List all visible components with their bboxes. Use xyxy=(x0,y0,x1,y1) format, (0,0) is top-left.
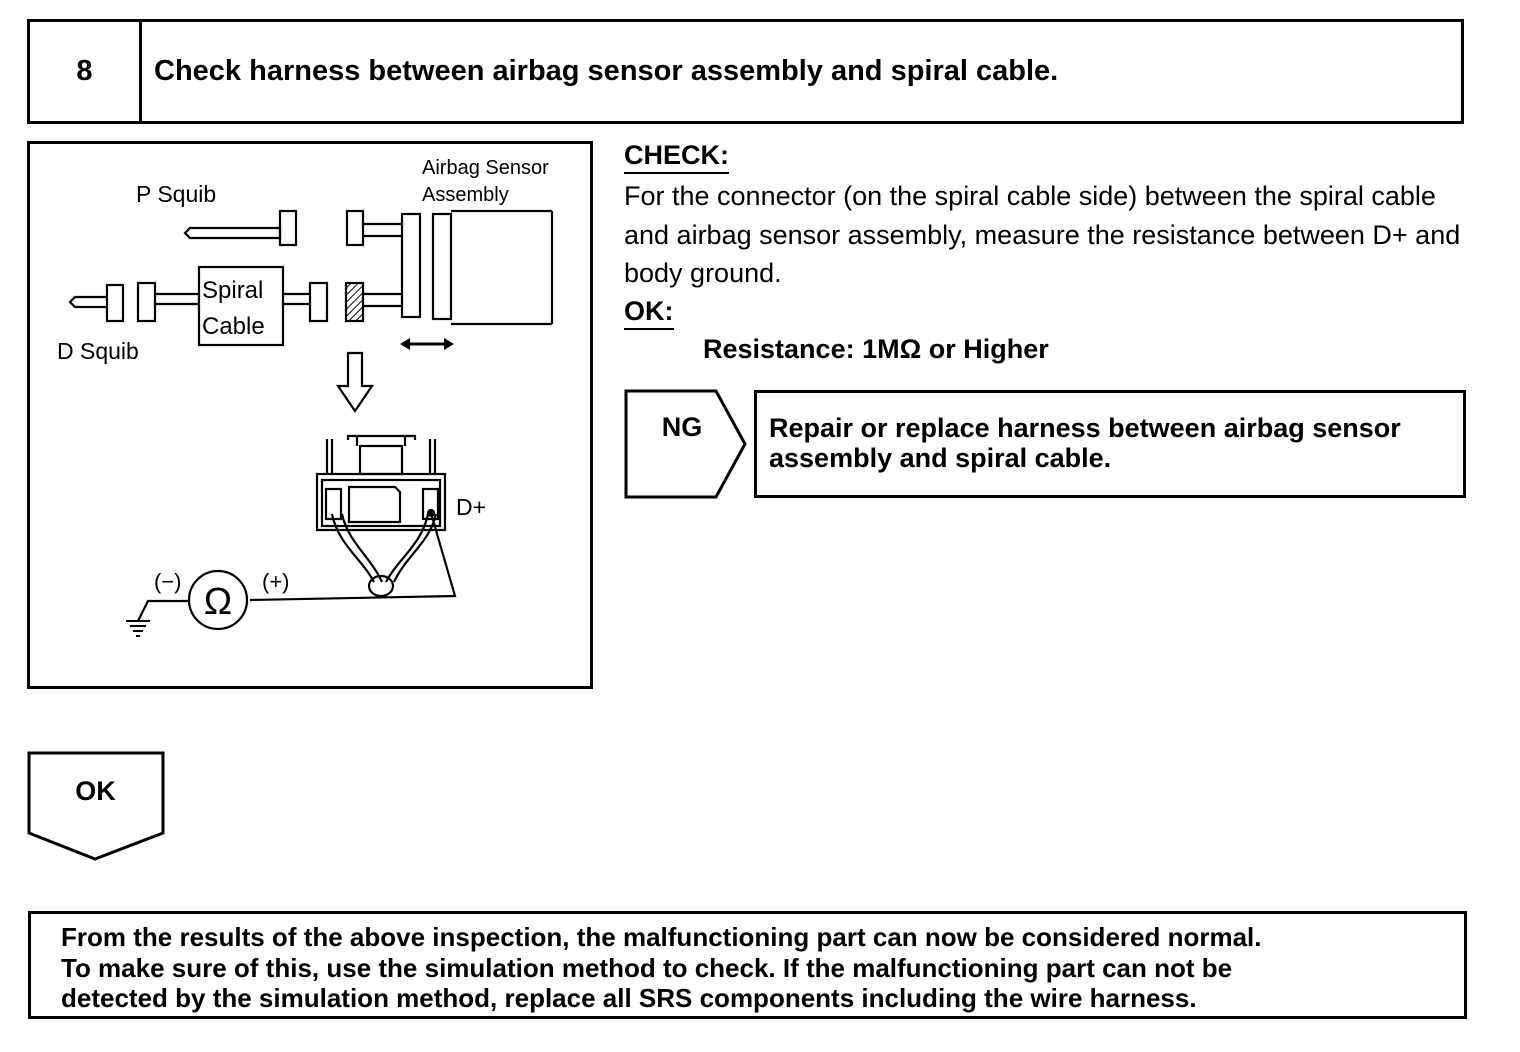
check-instructions: For the connector (on the spiral cable s… xyxy=(624,181,1461,288)
ng-arrow-shape xyxy=(624,389,747,499)
resistance-spec: Resistance: 1MΩ or Higher xyxy=(703,334,1049,364)
spiral-label: Spiral xyxy=(202,277,263,304)
ok-branch-label: OK xyxy=(75,776,116,806)
step-title: Check harness between airbag sensor asse… xyxy=(154,55,1059,87)
connector-detail xyxy=(315,434,447,598)
d-squib-label: D Squib xyxy=(57,338,139,364)
p-squib-label: P Squib xyxy=(136,181,216,207)
result-line-3: detected by the simulation method, repla… xyxy=(61,983,1197,1013)
check-heading: CHECK: xyxy=(624,138,729,174)
ohm-icon: Ω xyxy=(204,581,232,623)
airbag-sensor-label-1: Airbag Sensor xyxy=(422,157,549,179)
double-arrow-icon xyxy=(400,338,454,350)
step-header: 8 Check harness between airbag sensor as… xyxy=(27,19,1464,124)
result-line-2: To make sure of this, use the simulation… xyxy=(61,952,1233,983)
ng-label: NG xyxy=(661,412,703,442)
wiring-diagram-svg: Airbag Sensor Assembly P Squib D Squib xyxy=(57,157,554,637)
cable-label: Cable xyxy=(202,313,265,340)
spiral-cable xyxy=(136,265,329,347)
down-arrow-icon xyxy=(335,351,375,413)
result-note: From the results of the above inspection… xyxy=(28,911,1467,1019)
ground-icon xyxy=(126,620,150,637)
airbag-sensor-assembly xyxy=(344,209,554,326)
ok-heading: OK: xyxy=(624,294,674,330)
ohmmeter xyxy=(187,569,249,631)
p-squib-connector xyxy=(183,209,298,247)
ok-arrow-shape xyxy=(27,751,165,861)
step-number: 8 xyxy=(30,22,142,121)
wiring-diagram: Airbag Sensor Assembly P Squib D Squib xyxy=(27,141,593,689)
result-line-1: From the results of the above inspection… xyxy=(61,922,1262,952)
airbag-sensor-label-2: Assembly xyxy=(422,184,509,206)
meter-wiring xyxy=(137,512,457,622)
minus-probe-label: (−) xyxy=(154,569,182,594)
ng-action: Repair or replace harness between airbag… xyxy=(754,390,1466,498)
d-plus-label: D+ xyxy=(456,494,486,520)
plus-probe-label: (+) xyxy=(262,569,290,594)
d-squib-connector xyxy=(68,283,125,323)
